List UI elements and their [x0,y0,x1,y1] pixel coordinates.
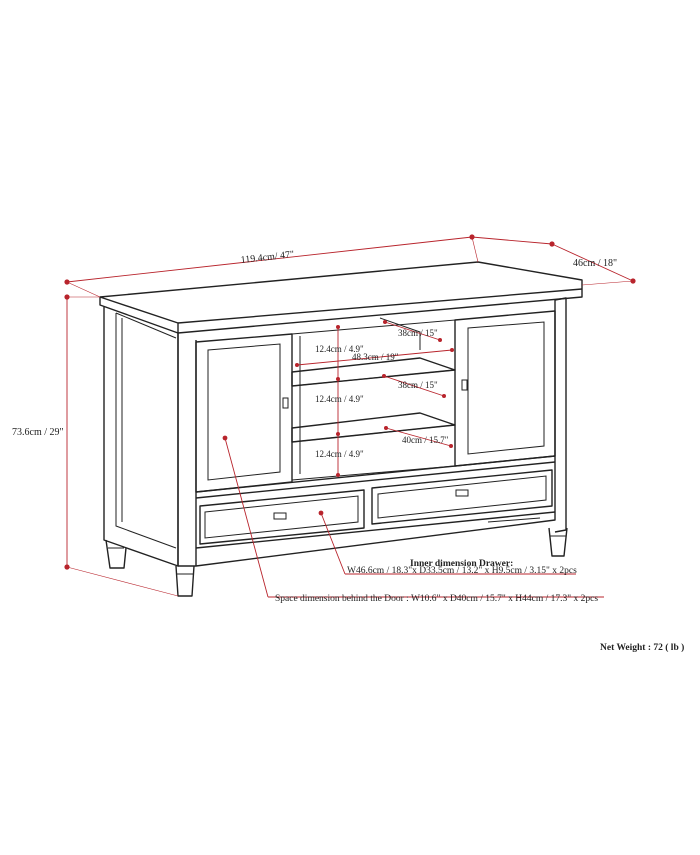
left-door [195,333,293,493]
left-side-panel [103,307,179,567]
leg-back-left [105,539,127,569]
shelf-height-3-label: 12.4cm / 4.9" [315,449,364,459]
dimension-lines [64,234,636,598]
top-slab [99,261,583,334]
left-drawer [199,489,365,545]
shelf-depth-top-label: 38cm / 15" [398,328,438,338]
drawer-heading: Inner dimension Drawer: [410,559,513,569]
left-drawer-pull [273,512,287,520]
depth-label: 46cm / 18" [573,258,617,269]
width-label: 119.4cm/ 47" [240,249,295,266]
shelf-height-1-label: 12.4cm / 4.9" [315,344,364,354]
shelf-width-label: 48.3cm / 19" [352,352,399,362]
door-space-spec: Space dimension behind the Door : W10.6"… [275,594,598,604]
tv-stand-drawing [99,261,583,597]
shelf-height-2-label: 12.4cm / 4.9" [315,394,364,404]
drawer-spec: W46.6cm / 18.3"x D33.5cm / 13.2" x H9.5c… [347,566,577,576]
right-drawer [371,469,553,525]
height-label: 73.6cm / 29" [12,427,64,438]
net-weight: Net Weight : 72 ( lb ) [600,642,684,653]
right-door-handle [461,379,468,391]
left-door-handle [282,397,289,409]
leg-front-right [548,527,568,557]
shelf-depth-mid-label: 38cm / 15" [398,380,438,390]
leg-front-left [175,565,195,597]
front-frame [177,300,556,567]
bottom-depth-label: 40cm / 15.7" [402,435,449,445]
dimension-labels: 119.4cm/ 47" 46cm / 18" 73.6cm / 29" 38c… [12,249,684,653]
right-door [454,310,556,467]
right-drawer-pull [455,489,469,497]
